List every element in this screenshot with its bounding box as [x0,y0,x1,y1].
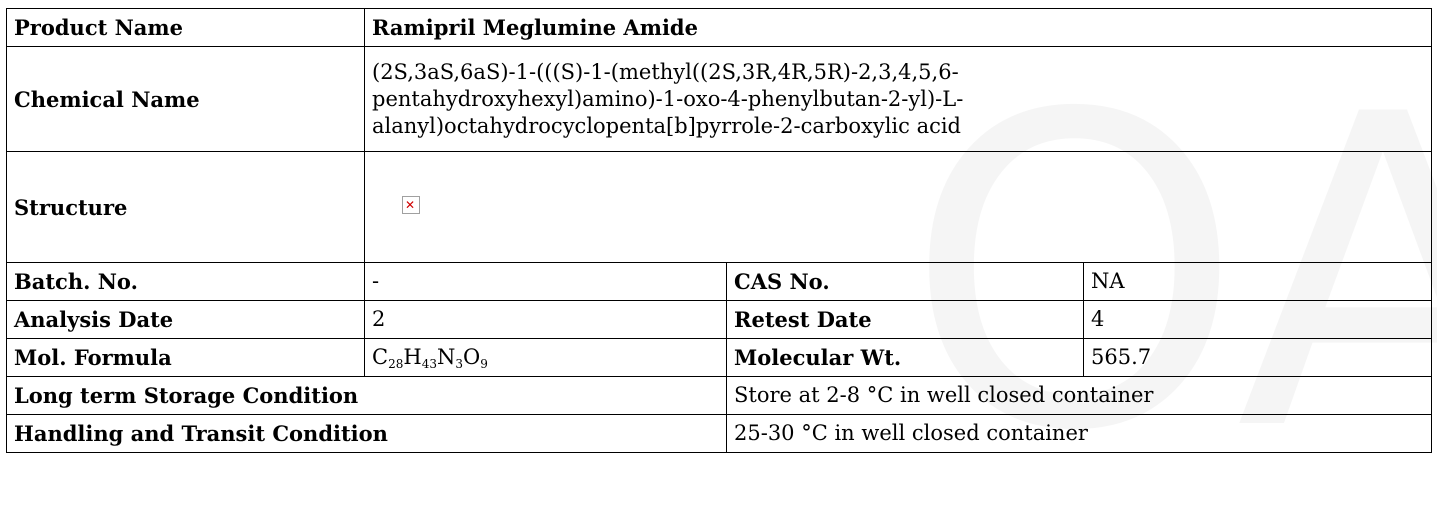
storage-condition-label: Long term Storage Condition [6,376,727,415]
batch-no-value: - [364,262,727,301]
row-batch: Batch. No. - CAS No. NA [6,262,1432,301]
handling-condition-label: Handling and Transit Condition [6,414,727,453]
formula-count-n: 3 [455,357,463,371]
product-name-label: Product Name [6,8,365,47]
formula-count-h: 43 [421,357,437,371]
row-structure: Structure [6,151,1432,263]
formula-element-c: C [372,345,389,369]
structure-image-cell [364,151,1432,263]
retest-date-value: 4 [1083,300,1432,339]
row-storage: Long term Storage Condition Store at 2-8… [6,376,1432,415]
chemical-name-line-3: alanyl)octahydrocyclopenta[b]pyrrole-2-c… [372,113,962,138]
cas-no-label: CAS No. [726,262,1084,301]
analysis-date-value: 2 [364,300,727,339]
row-product-name: Product Name Ramipril Meglumine Amide [6,8,1432,47]
retest-date-label: Retest Date [726,300,1084,339]
row-handling: Handling and Transit Condition 25-30 °C … [6,414,1432,453]
row-analysis-date: Analysis Date 2 Retest Date 4 [6,300,1432,339]
storage-condition-value: Store at 2-8 °C in well closed container [726,376,1432,415]
mol-formula-label: Mol. Formula [6,338,365,377]
chemical-name-line-1: (2S,3aS,6aS)-1-(((S)-1-(methyl((2S,3R,4R… [372,59,959,84]
mol-formula-value: C28H43N3O9 [364,338,727,377]
cas-no-value: NA [1083,262,1432,301]
chemical-name-value: (2S,3aS,6aS)-1-(((S)-1-(methyl((2S,3R,4R… [364,46,1432,152]
formula-count-o: 9 [480,357,488,371]
molecular-weight-value: 565.7 [1083,338,1432,377]
formula-element-o: O [462,345,481,369]
structure-label: Structure [6,151,365,263]
batch-no-label: Batch. No. [6,262,365,301]
molecular-weight-label: Molecular Wt. [726,338,1084,377]
product-details-table: Product Name Ramipril Meglumine Amide Ch… [6,8,1432,453]
row-chemical-name: Chemical Name (2S,3aS,6aS)-1-(((S)-1-(me… [6,46,1432,152]
row-formula: Mol. Formula C28H43N3O9 Molecular Wt. 56… [6,338,1432,377]
handling-condition-value: 25-30 °C in well closed container [726,414,1432,453]
analysis-date-label: Analysis Date [6,300,365,339]
formula-element-h: H [403,345,422,369]
formula-count-c: 28 [388,357,404,371]
chemical-name-label: Chemical Name [6,46,365,152]
formula-element-n: N [436,345,456,369]
product-name-value: Ramipril Meglumine Amide [364,8,1432,47]
broken-image-icon [402,192,420,219]
chemical-name-line-2: pentahydroxyhexyl)amino)-1-oxo-4-phenylb… [372,86,964,111]
